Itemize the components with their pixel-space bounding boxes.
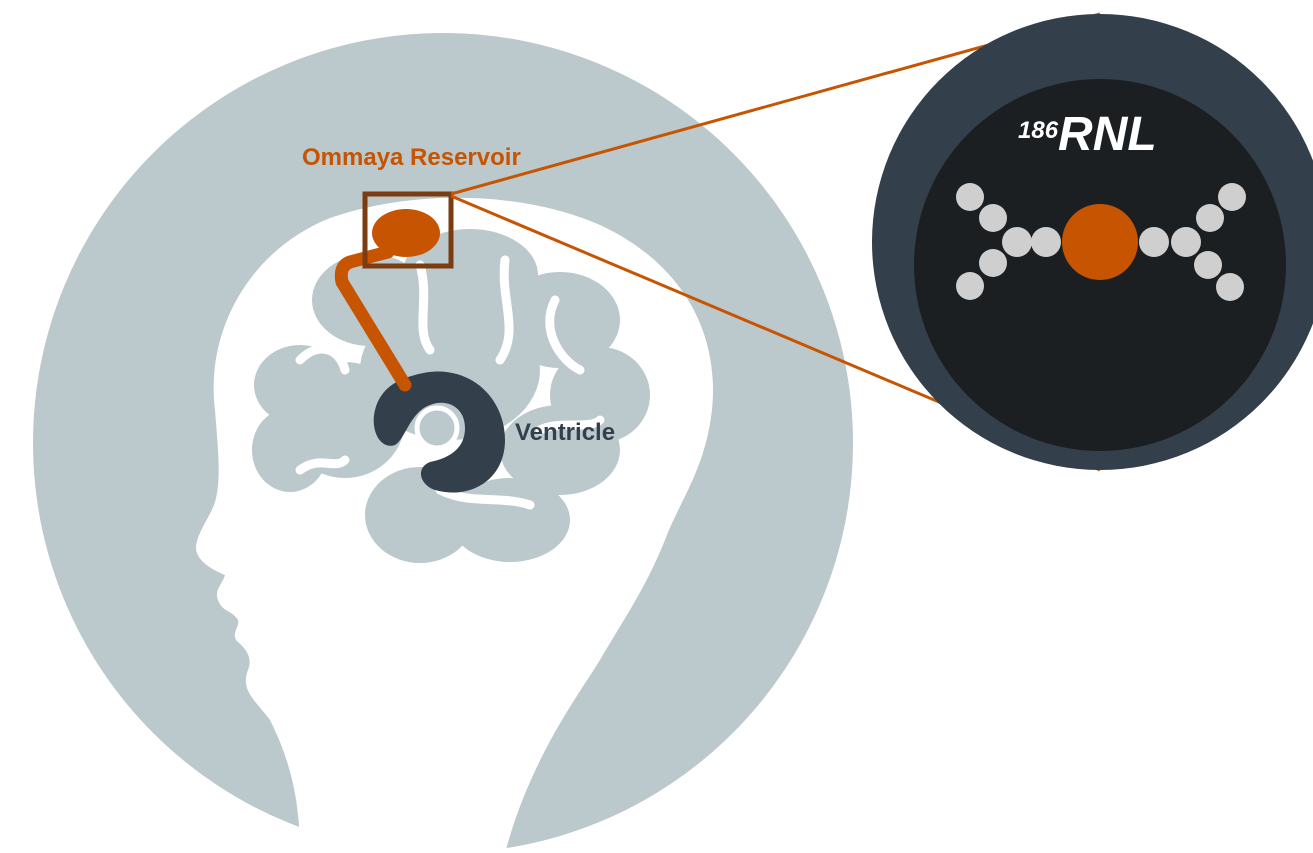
particle-node [956,272,984,300]
isotope-superscript: 186 [1018,117,1059,144]
particle-node [1171,227,1201,257]
ventricle [373,371,505,493]
rnl-particle [956,183,1246,301]
particle-node [1216,273,1244,301]
brain-folds [295,255,605,510]
inset-magnifier: 186RNL [872,14,1313,470]
inset-title: 186RNL [1018,108,1157,161]
catheter [334,245,412,392]
particle-node [1218,183,1246,211]
particle-node [1196,204,1224,232]
particle-node [956,183,984,211]
rhenium-core [1062,204,1138,280]
zoom-box [362,191,454,269]
ommaya-reservoir [372,209,440,257]
particle-node [979,249,1007,277]
particle-node [1139,227,1169,257]
ventricle-label: Ventricle [515,419,615,446]
particle-node [1002,227,1032,257]
particle-node [1194,251,1222,279]
ommaya-reservoir-label: Ommaya Reservoir [302,144,521,171]
particle-node [979,204,1007,232]
particle-node [1031,227,1061,257]
compound-name: RNL [1058,108,1157,161]
